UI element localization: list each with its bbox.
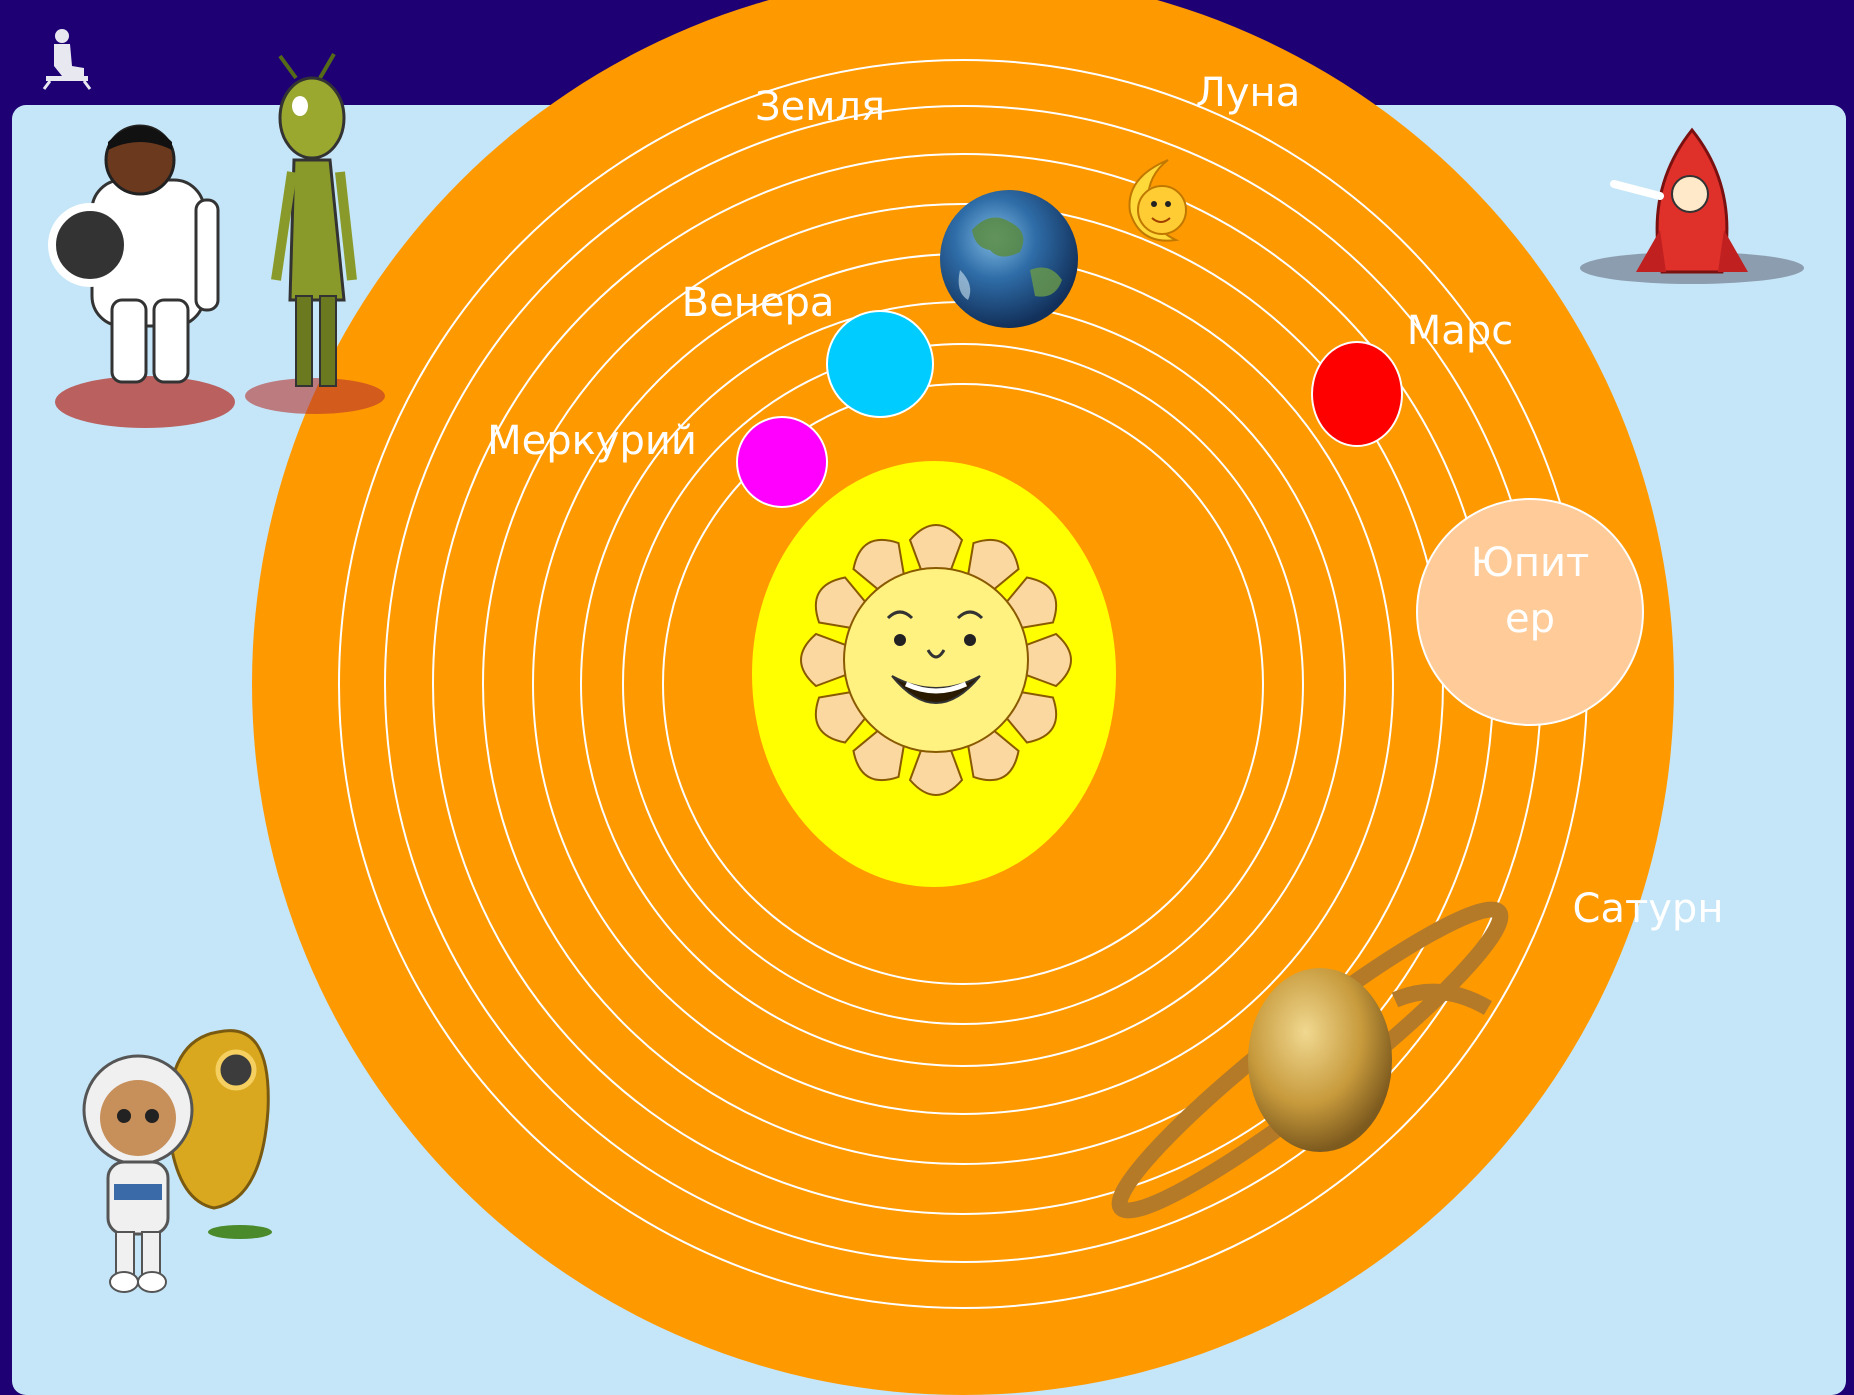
sun: [752, 461, 1116, 887]
rocket-icon: [1580, 130, 1804, 284]
mars-label: Марс: [1407, 308, 1513, 354]
earth-label: Земля: [755, 84, 885, 130]
jupiter-label-line1: Юпит: [1418, 535, 1642, 591]
mars-planet: [1312, 342, 1402, 446]
space-kid-icon: [84, 1031, 272, 1292]
moon-label: Луна: [1196, 70, 1300, 116]
venus-planet: [827, 311, 933, 417]
mercury-label: Меркурий: [487, 418, 697, 464]
earth-icon: [940, 190, 1078, 328]
jupiter-label-line2: ер: [1418, 591, 1642, 647]
mercury-planet: [737, 417, 827, 507]
saturn-label: Сатурн: [1573, 886, 1724, 932]
venus-label: Венера: [682, 280, 835, 326]
astronaut-icon: [52, 126, 235, 428]
jupiter-label: Юпит ер: [1418, 535, 1642, 647]
